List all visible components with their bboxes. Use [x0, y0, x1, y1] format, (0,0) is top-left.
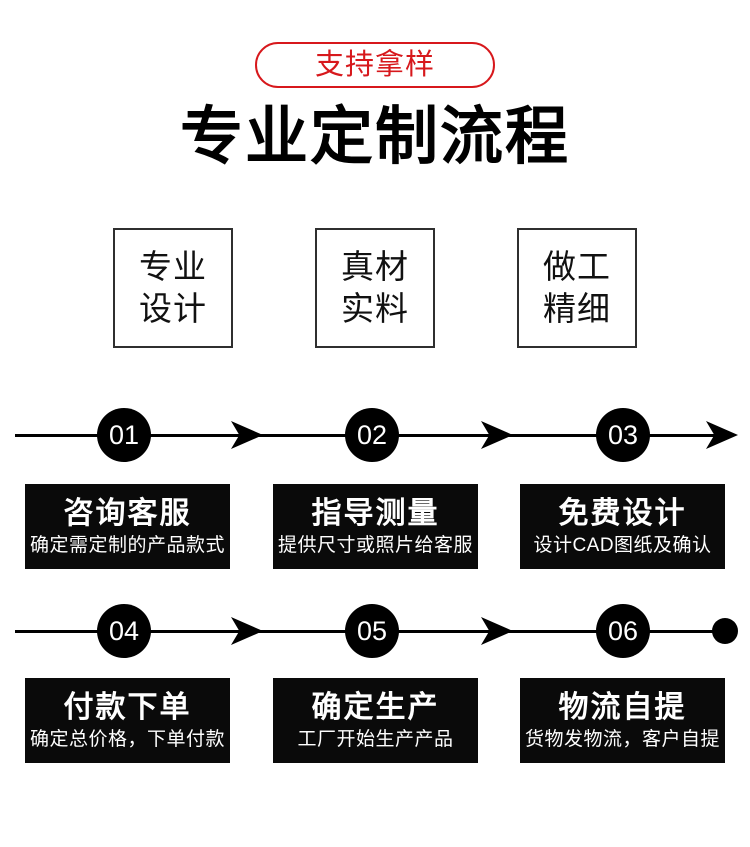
sample-support-badge: 支持拿样	[255, 42, 495, 88]
feature-line: 做工	[543, 248, 611, 286]
step-box-logistics: 物流自提 货物发物流，客户自提	[520, 678, 725, 763]
step-number: 01	[108, 419, 140, 450]
step-title: 付款下单	[63, 690, 192, 724]
step-description: 工厂开始生产产品	[297, 728, 454, 750]
step-number-circle-03: 03	[596, 408, 650, 462]
feature-line: 专业	[139, 248, 207, 286]
feature-line: 实料	[341, 290, 409, 327]
feature-line: 精细	[543, 290, 611, 327]
step-box-production: 确定生产 工厂开始生产产品	[273, 678, 478, 763]
step-box-payment: 付款下单 确定总价格，下单付款	[25, 678, 230, 763]
feature-line: 设计	[139, 290, 207, 327]
feature-box-professional-design: 专业 设计	[113, 228, 233, 348]
feature-box-fine-workmanship: 做工 精细	[517, 228, 637, 348]
step-description: 确定需定制的产品款式	[29, 534, 225, 556]
step-number: 04	[108, 615, 140, 646]
step-description: 确定总价格，下单付款	[29, 728, 225, 750]
step-number: 02	[356, 419, 388, 450]
step-title: 指导测量	[311, 496, 440, 530]
step-title: 物流自提	[558, 690, 687, 724]
step-number-circle-01: 01	[97, 408, 151, 462]
feature-box-real-materials: 真材 实料	[315, 228, 435, 348]
step-number-circle-04: 04	[97, 604, 151, 658]
step-title: 免费设计	[558, 496, 687, 530]
step-box-free-design: 免费设计 设计CAD图纸及确认	[520, 484, 725, 569]
step-number: 03	[607, 419, 639, 450]
step-title: 咨询客服	[63, 496, 192, 530]
step-description: 设计CAD图纸及确认	[533, 534, 712, 556]
step-title: 确定生产	[311, 690, 440, 724]
step-number-circle-06: 06	[596, 604, 650, 658]
flow-end-dot	[712, 618, 738, 644]
feature-line: 真材	[341, 248, 409, 286]
step-number-circle-05: 05	[345, 604, 399, 658]
step-description: 提供尺寸或照片给客服	[277, 534, 473, 556]
step-number: 05	[356, 615, 388, 646]
page-title: 专业定制流程	[180, 102, 570, 172]
sample-support-label: 支持拿样	[314, 48, 435, 81]
step-description: 货物发物流，客户自提	[524, 728, 720, 750]
step-box-measure: 指导测量 提供尺寸或照片给客服	[273, 484, 478, 569]
step-box-consult: 咨询客服 确定需定制的产品款式	[25, 484, 230, 569]
feature-boxes: 专业 设计 真材 实料 做工 精细	[0, 228, 750, 348]
step-number: 06	[607, 615, 639, 646]
step-number-circle-02: 02	[345, 408, 399, 462]
